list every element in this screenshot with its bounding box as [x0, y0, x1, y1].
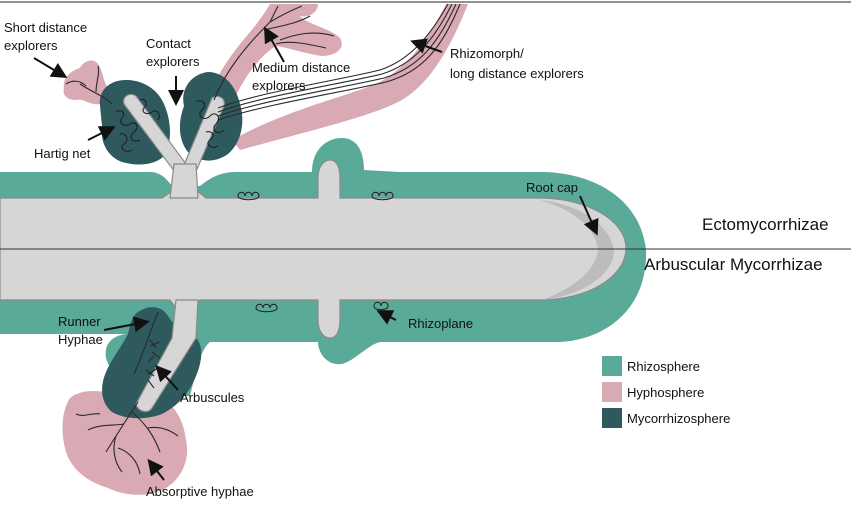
label-rhizoplane: Rhizoplane [408, 316, 473, 331]
ecto-lateral-root-right [181, 95, 225, 177]
rhizoplane-spores [237, 191, 394, 313]
section-label-ectomycorrhizae: Ectomycorrhizae [702, 215, 829, 234]
legend-swatch-rhizosphere [602, 356, 622, 376]
ecto-lateral-root-left [123, 93, 187, 178]
arbuscule-hyphae [133, 311, 161, 389]
arrow-absorptive-hyphae [147, 458, 165, 481]
legend: Rhizosphere Hyphosphere Mycorrhizosphere [602, 356, 730, 428]
label-rhizomorph: Rhizomorph/ long distance explorers [450, 46, 584, 81]
absorptive-hyphae [75, 401, 179, 475]
short-distance-hyphae [65, 65, 113, 105]
arrow-hartig-net [87, 126, 116, 141]
label-medium-distance: Medium distance explorers [252, 60, 354, 93]
arrow-root-cap [579, 195, 599, 236]
label-arbuscules: Arbuscules [180, 390, 245, 405]
rhizomorph-hyphosphere-band [232, 4, 468, 150]
label-runner-hyphae: Runner Hyphae [58, 314, 104, 347]
legend-label-rhizosphere: Rhizosphere [627, 359, 700, 374]
arrow-rhizomorph [410, 38, 443, 54]
section-label-arbuscular: Arbuscular Mycorrhizae [644, 255, 823, 274]
legend-label-hyphosphere: Hyphosphere [627, 385, 704, 400]
arrow-short-distance [33, 57, 68, 79]
ecto-lateral-root-stem [169, 163, 199, 199]
short-distance-hyphosphere [63, 60, 112, 105]
label-absorptive-hyphae: Absorptive hyphae [146, 484, 254, 499]
ecto-mycorrhizosphere-left [99, 80, 170, 165]
label-hartig-net: Hartig net [34, 146, 91, 161]
hartig-net-hyphae [115, 99, 225, 152]
arrow-arbuscules [155, 365, 179, 391]
legend-swatch-mycorrhizosphere [602, 408, 622, 428]
label-short-distance: Short distance explorers [4, 20, 91, 53]
medium-distance-hyphosphere [208, 4, 342, 104]
arrow-rhizoplane [376, 310, 397, 325]
arrow-runner-hyphae [103, 316, 150, 333]
label-contact: Contact explorers [146, 36, 200, 69]
legend-swatch-hyphosphere [602, 382, 622, 402]
label-root-cap: Root cap [526, 180, 578, 195]
rhizomorph-strands [217, 3, 461, 121]
arrow-medium-distance [264, 26, 285, 63]
legend-label-mycorrhizosphere: Mycorrhizosphere [627, 411, 730, 426]
